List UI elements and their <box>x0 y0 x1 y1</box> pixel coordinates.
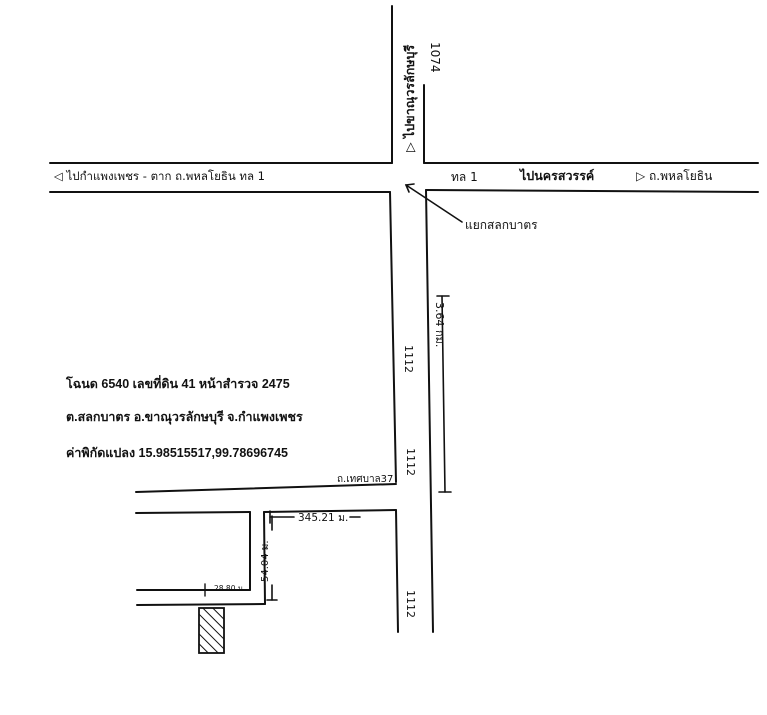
highway-south-edge-east <box>425 189 759 193</box>
intersection-pointer <box>405 184 463 223</box>
soi-road-south-edge-west <box>135 511 251 514</box>
distance-along-soi-label: 345.21 ม. <box>298 512 348 524</box>
west-highway-label: ◁ ไปกำแพงเพชร - ตาก ถ.พหลโยธิน ทล 1 <box>54 169 265 183</box>
coordinates-info: ค่าพิกัดแปลง 15.98515517,99.78696745 <box>66 446 288 460</box>
distance-line-to-soi <box>441 295 446 493</box>
lane-bottom-south-edge <box>136 603 266 606</box>
east-destination-label: ไปนครสวรรค์ <box>518 168 594 183</box>
distance-to-plot-label: 28.80 ม. <box>214 584 245 593</box>
deed-info: โฉนด 6540 เลขที่ดิน 41 หน้าสำรวจ 2475 <box>66 377 290 391</box>
north-road-route-label: 1074 <box>428 42 442 73</box>
soi-road-north-edge <box>135 483 397 493</box>
road-1112-label: 1112 <box>402 345 415 373</box>
north-road-destination-label: ▷ ไปขาณุวรลักษบุรี <box>402 45 418 152</box>
road-1112-west-edge-upper <box>389 191 397 483</box>
east-road-label: ▷ ถ.พหลโยธิน <box>636 169 712 183</box>
road-1112-label-3: 1112 <box>404 590 417 618</box>
lane-east-edge <box>263 511 266 605</box>
distance-down-lane-label: 54.04 ม. <box>260 540 271 582</box>
location-info: ต.สลกบาตร อ.ขาณุวรลักษบุรี จ.กำแพงเพชร <box>66 410 303 424</box>
intersection-label: แยกสลกบาตร <box>465 218 538 232</box>
soi-road-label: ถ.เทศบาล37 <box>337 474 393 485</box>
distance-to-soi-label: 3.64 กม. <box>433 302 446 347</box>
east-route-label: ทล 1 <box>451 170 478 184</box>
road-1112-label-2: 1112 <box>404 448 417 476</box>
road-1112-west-edge-lower <box>395 509 399 633</box>
road-1112-east-edge <box>425 189 434 633</box>
soi-road-south-edge-east <box>263 509 397 513</box>
land-plot <box>198 607 225 654</box>
